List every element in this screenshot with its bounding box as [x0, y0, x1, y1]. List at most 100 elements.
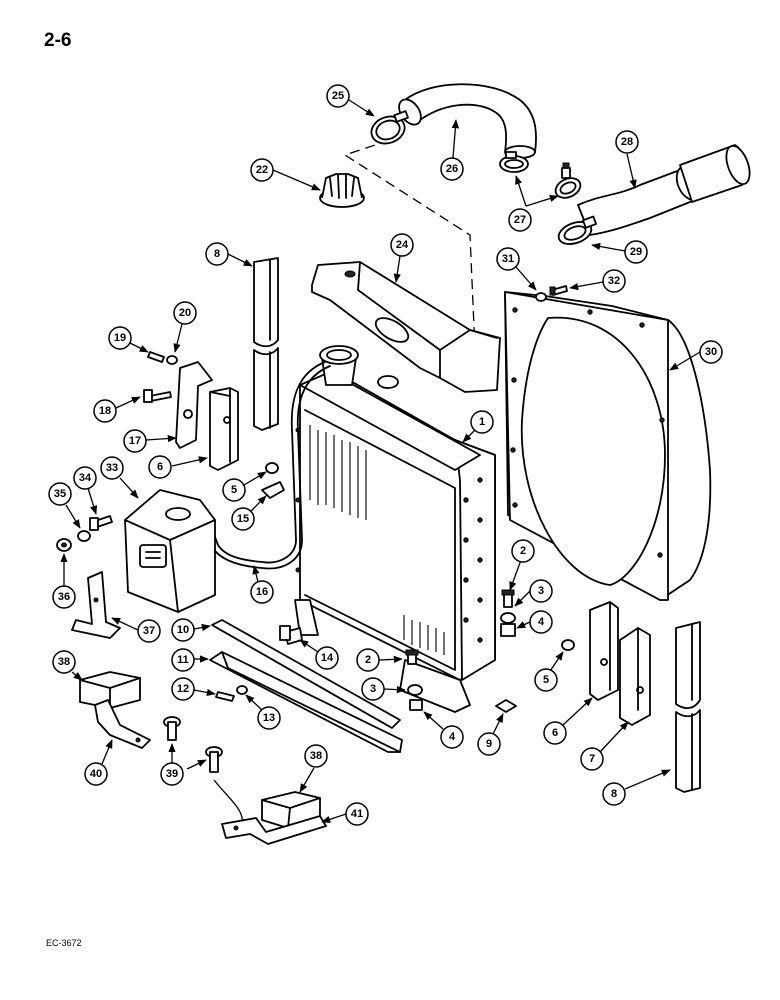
tank-bracket: [71, 571, 121, 639]
svg-text:41: 41: [351, 808, 363, 820]
radiator-cap: [319, 173, 365, 208]
callout-29: 29: [591, 240, 648, 264]
top-tank-cover: [311, 261, 501, 393]
callout-30: 30: [669, 340, 723, 371]
callout-18: 18: [93, 396, 141, 423]
bolt-14: [279, 625, 303, 645]
svg-text:6: 6: [157, 461, 163, 473]
washer-13: [236, 685, 248, 695]
callout-3-center: 3: [361, 677, 406, 701]
svg-text:40: 40: [90, 768, 102, 780]
svg-text:39: 39: [166, 768, 178, 780]
svg-text:4: 4: [449, 731, 456, 743]
clip-15: [261, 481, 285, 499]
rubber-post-8-left: [253, 257, 279, 431]
svg-text:38: 38: [58, 656, 70, 668]
callout-36: 36: [52, 553, 76, 609]
svg-text:8: 8: [611, 788, 617, 800]
rail-11: [209, 651, 403, 753]
callout-14: 14: [299, 639, 339, 670]
callout-22: 22: [250, 158, 321, 191]
bracket-7: [619, 627, 651, 726]
svg-text:33: 33: [106, 462, 118, 474]
pad-9: [495, 699, 517, 713]
bracket-17: [175, 361, 213, 449]
callout-28: 28: [615, 130, 639, 189]
rail-10: [211, 619, 401, 729]
bolt-2-right: [501, 589, 515, 608]
callout-12: 12: [171, 677, 216, 701]
svg-text:5: 5: [231, 484, 237, 496]
svg-text:22: 22: [256, 164, 268, 176]
upper-radiator-hose: [398, 83, 537, 159]
callout-20: 20: [173, 301, 197, 353]
callout-35: 35: [48, 482, 81, 529]
callout-11: 11: [171, 648, 209, 672]
callout-34: 34: [73, 466, 98, 515]
bolt-39-leader: [213, 779, 243, 826]
callout-26: 26: [440, 119, 464, 181]
callout-39-lower: [186, 759, 207, 770]
svg-text:26: 26: [446, 163, 458, 175]
svg-text:17: 17: [129, 435, 141, 447]
pad-38-left: [79, 671, 141, 709]
callout-32: 32: [569, 269, 626, 293]
callout-15: 15: [231, 495, 267, 531]
callout-5-left: 5: [222, 471, 267, 502]
bolt-39-lower: [205, 746, 223, 773]
washer-3-center: [407, 684, 423, 696]
callout-4-center: 4: [423, 711, 464, 749]
svg-text:35: 35: [54, 488, 66, 500]
bolt-12: [215, 691, 235, 702]
svg-text:18: 18: [99, 405, 111, 417]
svg-text:13: 13: [263, 712, 275, 724]
svg-text:3: 3: [538, 585, 544, 597]
bolt-31: [535, 292, 547, 302]
svg-text:9: 9: [486, 738, 492, 750]
nut-4-center: [409, 699, 423, 711]
callout-2-right: 2: [509, 539, 535, 591]
svg-text:32: 32: [608, 275, 620, 287]
svg-text:2: 2: [365, 654, 371, 666]
callout-13: 13: [245, 694, 281, 730]
page-number: 2-6: [44, 30, 72, 51]
bracket-40: [94, 699, 151, 749]
callout-9: 9: [477, 713, 504, 756]
svg-text:25: 25: [332, 90, 344, 102]
hose-clamp-27: [499, 151, 529, 173]
svg-text:38: 38: [310, 750, 322, 762]
svg-text:3: 3: [370, 683, 376, 695]
callout-25: 25: [326, 84, 375, 117]
rubber-post-8-right: [675, 621, 701, 793]
callout-6-left: 6: [148, 455, 208, 479]
svg-text:30: 30: [705, 346, 717, 358]
callout-10: 10: [171, 618, 211, 642]
callout-41: 41: [321, 802, 369, 826]
callout-16: 16: [250, 565, 274, 604]
nut-4-right: [500, 623, 516, 637]
svg-text:14: 14: [321, 652, 334, 664]
callout-33: 33: [100, 456, 139, 499]
svg-text:28: 28: [621, 136, 633, 148]
callout-37: 37: [111, 617, 161, 643]
callout-31: 31: [496, 247, 537, 291]
hose-clamp-27b: [554, 162, 582, 199]
svg-text:16: 16: [256, 586, 268, 598]
washer-35: [77, 530, 91, 542]
reference-code: EC-3672: [46, 938, 82, 948]
callout-8-lower: 8: [602, 769, 671, 806]
callout-19: 19: [108, 326, 149, 353]
callout-38-lower: 38: [299, 744, 328, 793]
lower-radiator-hose: [577, 144, 751, 236]
expansion-tank: [124, 489, 216, 613]
bolt-2-center: [405, 649, 419, 665]
bolt-19: [147, 351, 165, 363]
svg-text:4: 4: [538, 616, 545, 628]
svg-text:36: 36: [58, 591, 70, 603]
svg-text:11: 11: [177, 654, 189, 666]
svg-text:10: 10: [177, 624, 189, 636]
washer-20: [166, 355, 178, 365]
svg-text:27: 27: [514, 214, 526, 226]
callout-4-right: 4: [516, 610, 553, 634]
